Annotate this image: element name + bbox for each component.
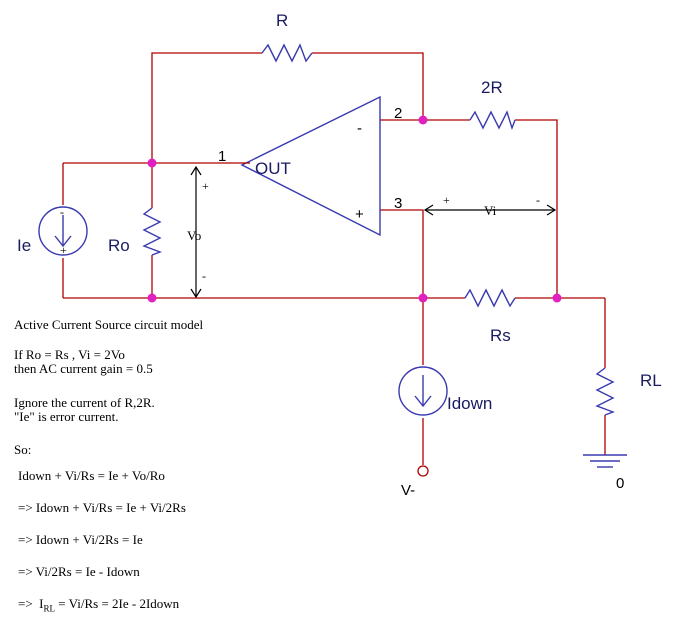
label-node-3: 3 — [394, 195, 402, 212]
note-condition-1: If Ro = Rs , Vi = 2Vo — [14, 347, 125, 362]
label-node-2: 2 — [394, 105, 402, 122]
resistor-r — [261, 43, 313, 63]
svg-text:+: + — [60, 243, 67, 257]
note-ignore-1: Ignore the current of R,2R. — [14, 395, 155, 410]
equation-3: => Idown + Vi/2Rs = Ie — [18, 532, 143, 547]
ground-symbol — [583, 454, 627, 468]
label-vo: Vo — [187, 228, 201, 243]
current-source-idown — [398, 366, 448, 416]
vo-arrow — [190, 165, 202, 299]
equation-4: => Vi/2Rs = Ie - Idown — [18, 564, 140, 579]
note-title: Active Current Source circuit model — [14, 317, 204, 332]
label-r: R — [276, 11, 288, 30]
label-opamp-plus: + — [355, 206, 364, 223]
label-idown: Idown — [447, 394, 492, 413]
equation-1: Idown + Vi/Rs = Ie + Vo/Ro — [18, 468, 165, 483]
label-vi-plus: + — [443, 193, 450, 207]
label-ground: 0 — [616, 475, 624, 492]
label-ro: Ro — [108, 236, 130, 255]
vneg-terminal — [417, 465, 429, 477]
equation-5: => IRL = Vi/Rs = 2Ie - 2Idown — [18, 596, 179, 614]
equation-5-subscript: RL — [43, 603, 56, 614]
equation-5-current: I — [39, 596, 44, 611]
equation-5-rest: = Vi/Rs = 2Ie - 2Idown — [55, 596, 180, 611]
svg-text:-: - — [60, 205, 64, 219]
label-vo-minus: - — [202, 269, 206, 283]
label-rl: RL — [640, 371, 662, 390]
resistor-2r — [469, 110, 516, 131]
resistor-ro — [142, 207, 162, 256]
junction-nodes — [147, 115, 562, 303]
label-rs: Rs — [490, 326, 511, 345]
label-node-1: 1 — [218, 148, 226, 165]
label-opamp-out: OUT — [255, 159, 291, 178]
label-vi-minus: - — [536, 193, 540, 207]
note-condition-2: then AC current gain = 0.5 — [14, 361, 153, 376]
label-vneg: V- — [401, 482, 415, 499]
current-source-ie: - + — [38, 205, 88, 257]
label-2r: 2R — [481, 78, 503, 97]
resistor-rl — [595, 367, 615, 416]
label-vo-plus: + — [202, 179, 209, 193]
label-ie: Ie — [17, 236, 31, 255]
vi-arrow — [423, 204, 557, 216]
note-so: So: — [14, 442, 32, 457]
note-ignore-2: "Ie" is error current. — [14, 409, 119, 424]
op-amp — [240, 95, 381, 237]
equation-5-prefix: => — [18, 596, 33, 611]
label-vi: Vi — [484, 203, 497, 218]
label-opamp-minus: - — [357, 120, 362, 137]
equation-2: => Idown + Vi/Rs = Ie + Vi/2Rs — [18, 500, 186, 515]
resistor-rs — [464, 288, 516, 308]
